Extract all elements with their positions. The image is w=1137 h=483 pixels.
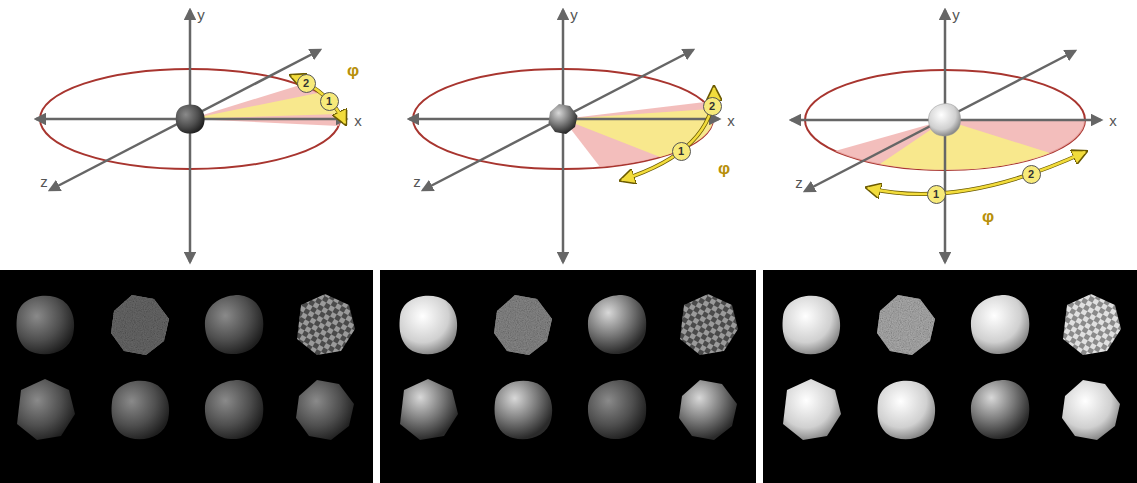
callout-circle: 1 — [672, 142, 691, 161]
axis-label: y — [197, 7, 205, 22]
angle-label: φ — [718, 160, 730, 177]
axis-label: x — [1109, 113, 1117, 128]
callout-circle: 1 — [927, 185, 946, 204]
callout-circle: 2 — [1022, 165, 1041, 184]
callout-number: 1 — [326, 96, 332, 107]
angle-label: φ — [347, 62, 359, 79]
callout-number: 1 — [933, 189, 939, 200]
callout-number: 1 — [678, 146, 684, 157]
axis-label: z — [413, 174, 421, 189]
axis-label: x — [354, 113, 362, 128]
callout-number: 2 — [1028, 169, 1034, 180]
callout-number: 2 — [709, 101, 715, 112]
callout-circle: 2 — [297, 74, 316, 93]
axis-label: y — [952, 7, 960, 22]
axis-label: x — [727, 113, 735, 128]
axis-label: z — [795, 175, 803, 190]
callout-circle: 2 — [703, 97, 722, 116]
axis-label: z — [40, 174, 48, 189]
axis-label: y — [570, 7, 578, 22]
angle-label: φ — [982, 208, 994, 225]
callout-circle: 1 — [320, 92, 339, 111]
callout-number: 2 — [303, 78, 309, 89]
